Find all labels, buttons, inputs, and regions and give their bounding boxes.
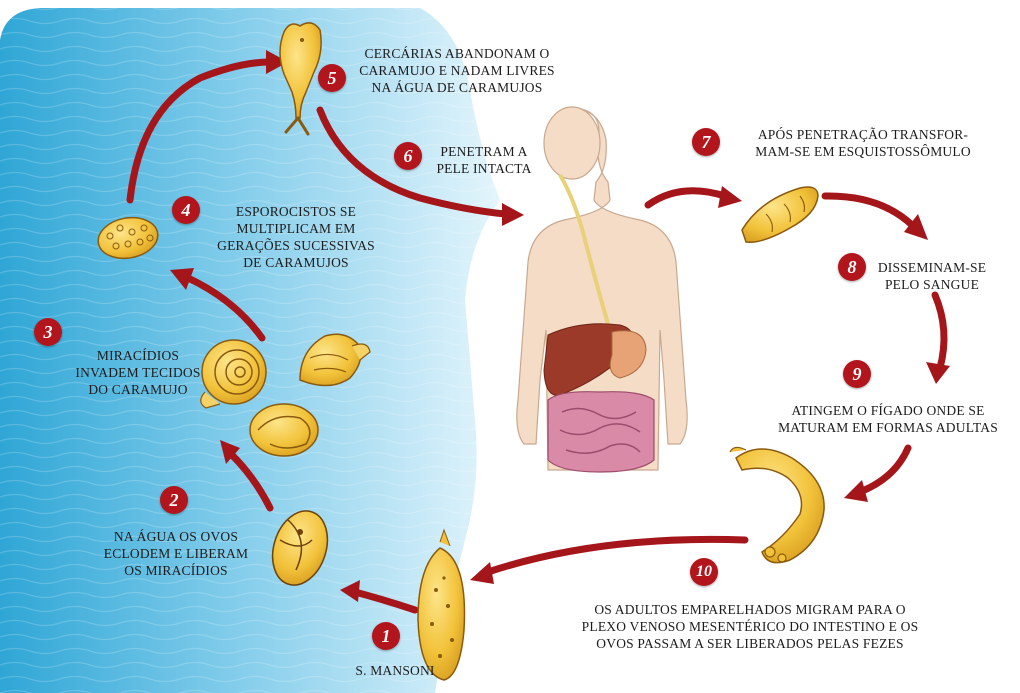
step-label-9: ATINGEM O FÍGADO ONDE SE MATURAM EM FORM… [762, 402, 1014, 436]
schistosomulum-icon [742, 187, 818, 242]
arrowhead-9-10 [844, 480, 868, 502]
step-badge-10: 10 [690, 558, 718, 586]
adult-worm-pair-icon [730, 447, 824, 562]
step-badge-2: 2 [160, 486, 188, 514]
arrow-8-to-9 [935, 295, 944, 368]
step-label-5: CERCÁRIAS ABANDONAM O CARAMUJO E NADAM L… [342, 45, 572, 96]
step-badge-7: 7 [692, 128, 720, 156]
arrow-7-to-8 [825, 196, 912, 225]
step-label-3: MIRACÍDIOS INVADEM TECIDOS DO CARAMUJO [68, 347, 208, 398]
step-badge-9: 9 [843, 360, 871, 388]
step-label-6: PENETRAM A PELE INTACTA [424, 143, 544, 177]
step-badge-6: 6 [394, 142, 422, 170]
arrowhead-8-9 [926, 362, 950, 384]
arrow-9-to-10 [860, 448, 908, 492]
arrowhead-10-1 [470, 562, 494, 584]
arrowhead-6-7 [718, 186, 742, 208]
step-badge-3: 3 [34, 318, 62, 346]
step-label-8: DISSEMINAM-SE PELO SANGUE [862, 259, 1002, 293]
step-label-7: APÓS PENETRAÇÃO TRANSFOR- MAM-SE EM ESQU… [738, 126, 988, 160]
arrow-6-to-7 [648, 191, 725, 205]
snail-round-icon [250, 404, 318, 456]
step-label-1: S. MANSONI [320, 662, 470, 679]
step-badge-1: 1 [372, 622, 400, 650]
step-label-4: ESPOROCISTOS SE MULTIPLICAM EM GERAÇÕES … [196, 203, 396, 271]
arrowhead-5-6 [502, 203, 524, 226]
step-label-10: OS ADULTOS EMPARELHADOS MIGRAM PARA O PL… [560, 601, 940, 652]
step-label-2: NA ÁGUA OS OVOS ECLODEM E LIBERAM OS MIR… [96, 528, 256, 579]
